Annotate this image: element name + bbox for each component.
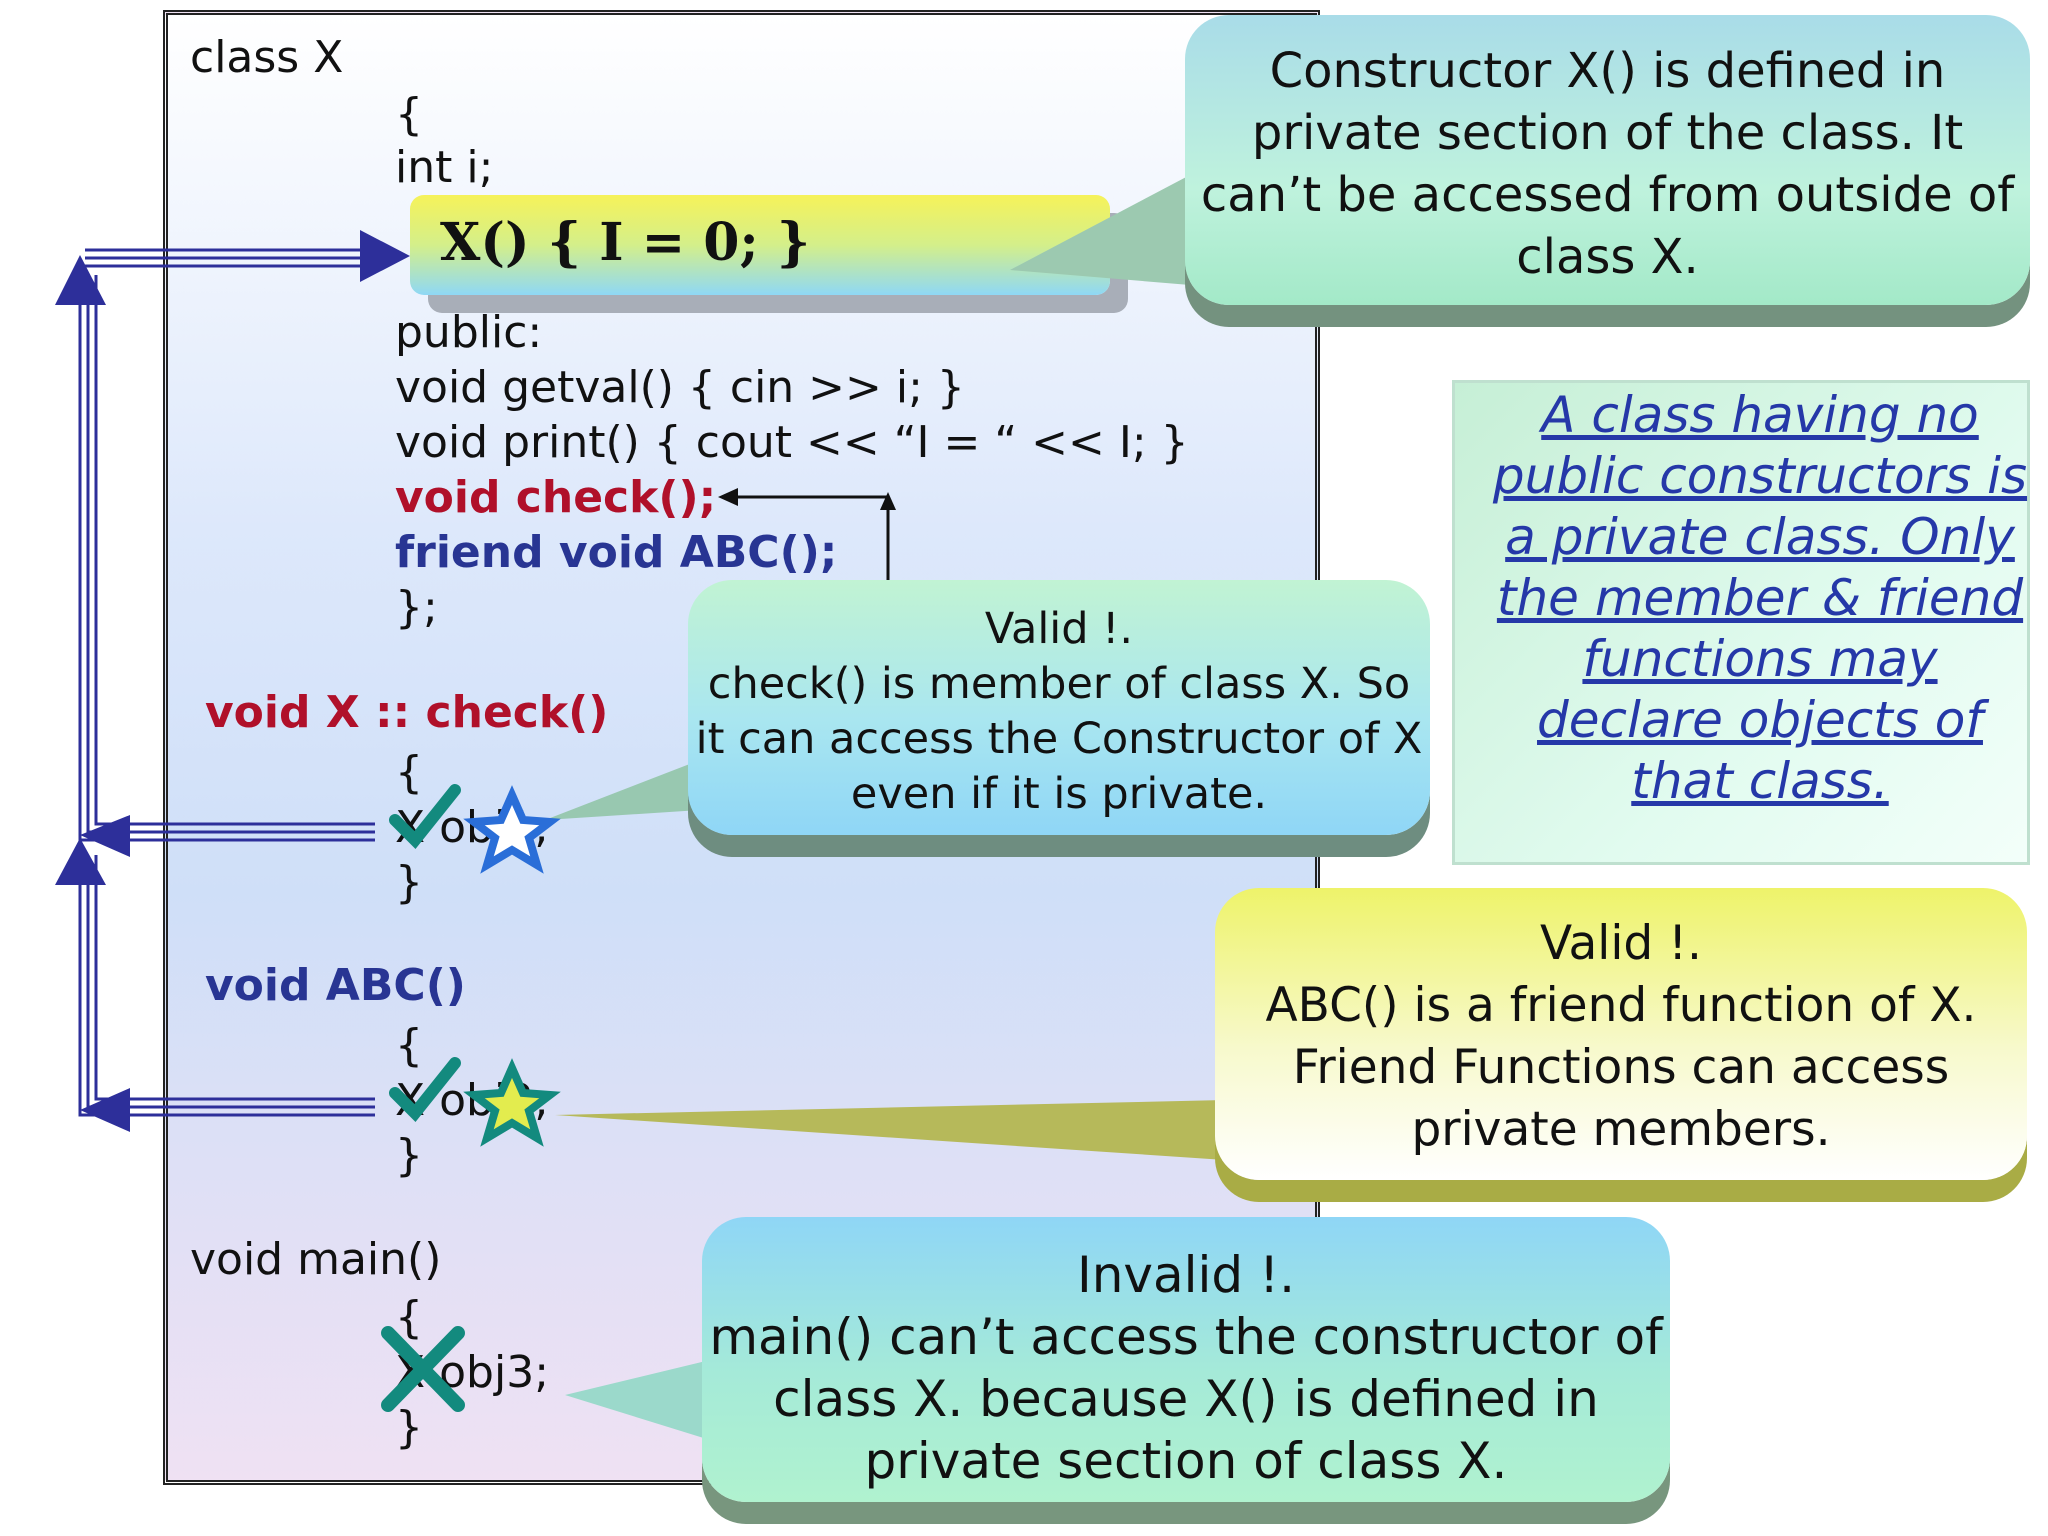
callout-line: private section of the class. It <box>1251 105 1964 161</box>
callout-line: Valid !. <box>1540 916 1702 971</box>
main-open-brace: { <box>395 1292 423 1343</box>
note-line: a private class. Only <box>1505 508 2015 566</box>
class-declaration: class X <box>190 32 344 83</box>
callout-line: main() can’t access the constructor of <box>709 1308 1663 1366</box>
callout-line: Valid !. <box>984 604 1134 654</box>
constructor-private-callout: Constructor X() is defined in private se… <box>1185 15 2030 305</box>
constructor-highlight <box>410 195 1110 295</box>
callout-line: class X. because X() is defined in <box>773 1370 1599 1428</box>
main-definition: void main() <box>190 1234 442 1285</box>
arrow-head-left-check <box>80 815 130 857</box>
callout-line: even if it is private. <box>850 769 1268 819</box>
callout-line: Friend Functions can access <box>1292 1040 1950 1095</box>
arrow-head-up-top <box>55 255 106 305</box>
star-icon <box>463 785 561 874</box>
class-open-brace: { <box>395 89 423 140</box>
access-arrows <box>78 248 375 1117</box>
getval-method: void getval() { cin >> i; } <box>395 362 965 413</box>
note-line: the member & friend <box>1496 569 2024 627</box>
main-close-brace: } <box>395 1402 423 1453</box>
callout-line: private section of class X. <box>864 1432 1508 1490</box>
check-definition: void X :: check() <box>205 687 609 738</box>
check-callout-tail <box>545 760 700 820</box>
member-int-i: int i; <box>395 142 494 193</box>
friend-declaration: friend void ABC(); <box>395 527 838 578</box>
arrow-head-right-ctor <box>360 230 410 282</box>
check-open-brace: { <box>395 747 423 798</box>
private-class-note-box <box>1452 380 2030 865</box>
callout-line: it can access the Constructor of X <box>695 714 1423 764</box>
check-mark-icon <box>389 784 461 849</box>
callout-line: ABC() is a friend function of X. <box>1265 978 1977 1033</box>
check-close-brace: } <box>395 857 423 908</box>
main-callout-tail <box>565 1360 710 1440</box>
abc-definition: void ABC() <box>205 960 466 1011</box>
callout-line: Constructor X() is defined in <box>1269 43 1946 99</box>
abc-close-brace: } <box>395 1130 423 1181</box>
callout-line: Invalid !. <box>1076 1246 1296 1304</box>
note-line: functions may <box>1582 630 1938 688</box>
check-pointer-arrowhead-up <box>880 492 896 510</box>
note-line: declare objects of <box>1537 691 1983 749</box>
check-pointer-arrowhead <box>718 488 738 506</box>
check-mark-icon <box>389 1057 461 1122</box>
private-constructor: X() { I = 0; } <box>440 212 811 273</box>
note-line: that class. <box>1631 752 1889 810</box>
callout-line: can’t be accessed from outside of <box>1200 167 2015 223</box>
constructor-callout-tail <box>1010 175 1190 285</box>
callout-line: private members. <box>1411 1102 1831 1157</box>
callout-line: class X. <box>1516 229 1699 285</box>
check-declaration: void check(); <box>395 472 717 523</box>
arrow-head-left-abc <box>80 1088 130 1132</box>
abc-open-brace: { <box>395 1020 423 1071</box>
arrow-head-up-mid <box>55 838 106 885</box>
private-class-note: A class having no public constructors is… <box>1480 385 2040 812</box>
main-invalid-callout: Invalid !. main() can’t access the const… <box>702 1217 1670 1502</box>
check-valid-callout: Valid !. check() is member of class X. S… <box>688 580 1430 835</box>
main-body-obj3: X obj3; <box>395 1347 550 1398</box>
public-label: public: <box>395 307 543 358</box>
print-method: void print() { cout << “I = “ << I; } <box>395 417 1189 468</box>
cross-mark-icon <box>381 1326 465 1412</box>
callout-line: check() is member of class X. So <box>707 659 1411 709</box>
note-line: A class having no <box>1541 386 1979 444</box>
class-close-brace: }; <box>395 582 438 633</box>
abc-callout-tail <box>555 1100 1225 1160</box>
star-icon <box>463 1058 561 1147</box>
note-line: public constructors is <box>1492 447 2028 505</box>
abc-valid-callout: Valid !. ABC() is a friend function of X… <box>1215 888 2027 1180</box>
